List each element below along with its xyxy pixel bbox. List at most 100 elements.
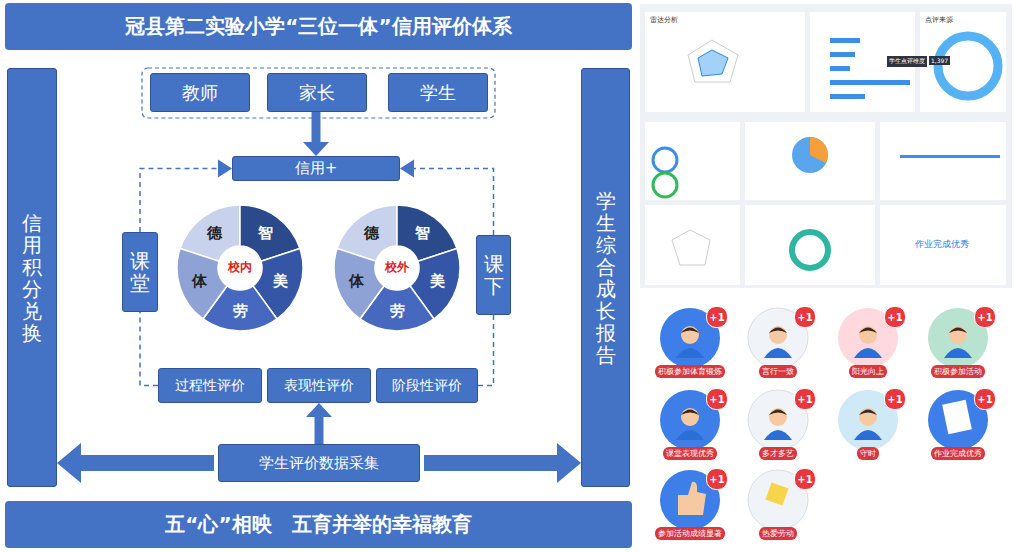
node-text: 课堂表现优秀 [663, 447, 717, 460]
scene-box: 课堂 [122, 232, 158, 312]
icon-label: 热爱劳动 [740, 527, 816, 540]
credit-icon: +1 多才多艺 [740, 388, 816, 460]
icon-label: 作业完成优秀 [920, 447, 996, 460]
badge: +1 [884, 388, 906, 410]
badge: +1 [706, 306, 728, 328]
scene-box: 课下 [476, 235, 511, 315]
arrow-head [303, 142, 329, 156]
connector-line [312, 112, 321, 143]
credit-icon: +1 守时 [830, 388, 906, 460]
word-cloud: 作业完成优秀 [915, 238, 969, 251]
node-text: 美 [430, 272, 445, 291]
node-text: 积极参加活动 [931, 365, 985, 378]
node-text: 体 [349, 272, 364, 291]
data-box: 学生评价数据采集 [218, 444, 420, 482]
node-text: 作业完成优秀 [931, 447, 985, 460]
node-text: 家长 [299, 81, 335, 105]
badge: +1 [794, 306, 816, 328]
node-text: 学生综合成长报告 [596, 190, 616, 366]
arrow-head [400, 160, 414, 178]
badge: +1 [706, 388, 728, 410]
segment-label: 美 [427, 270, 449, 292]
role-box: 教师 [150, 73, 250, 112]
donut-chart: 校外德智美劳体 [332, 203, 462, 333]
connector-line [424, 455, 558, 471]
footer-band: 五“心”相映 五育并举的幸福教育 [5, 501, 632, 548]
node-text: +1 [797, 312, 812, 323]
connector [57, 443, 214, 483]
connector [306, 403, 332, 444]
node-text: 课堂 [130, 250, 150, 294]
credit-icon: +1 课堂表现优秀 [652, 388, 728, 460]
node-text: +1 [797, 394, 812, 405]
connector [478, 315, 494, 386]
node-text: 守时 [857, 447, 879, 460]
node-text: 五“心”相映 五育并举的幸福教育 [165, 511, 471, 538]
node-text: +1 [709, 394, 724, 405]
tooltip-text: 学生点评维度 [887, 56, 927, 67]
arrow-head [306, 403, 332, 417]
credit-icon: +1 言行一致 [740, 306, 816, 378]
credit-icon: +1 参加活动成绩显著 [652, 468, 728, 540]
node-text: 体 [192, 272, 207, 291]
node-text: 智 [415, 224, 430, 243]
icon-label: 言行一致 [740, 365, 816, 378]
connector-line [80, 455, 214, 471]
node-text: 智 [258, 224, 273, 243]
connector-line [315, 416, 324, 444]
node-text: 教师 [182, 81, 218, 105]
icon-label: 阳光向上 [830, 365, 906, 378]
credit-icon: +1 热爱劳动 [740, 468, 816, 540]
node-text: 美 [273, 272, 288, 291]
node-text: +1 [709, 474, 724, 485]
node-text: 言行一致 [759, 365, 797, 378]
credit-icon: +1 积极参加活动 [920, 306, 996, 378]
node-text: 表现性评价 [284, 377, 354, 395]
badge: +1 [794, 468, 816, 490]
badge: +1 [706, 468, 728, 490]
credit-icon: +1 积极参加体育锻炼 [652, 306, 728, 378]
evaluation-box: 过程性评价 [158, 368, 262, 403]
node-text: 阳光向上 [849, 365, 887, 378]
node-text: +1 [977, 312, 992, 323]
connector-line [478, 315, 494, 386]
connector [303, 112, 329, 156]
icon-label: 课堂表现优秀 [652, 447, 728, 460]
node-text: 阶段性评价 [392, 377, 462, 395]
donut-segment [177, 249, 227, 319]
icon-label: 多才多艺 [740, 447, 816, 460]
connector [140, 312, 158, 386]
node-text: 学生评价数据采集 [259, 454, 379, 473]
badge: +1 [974, 388, 996, 410]
panel-title: 雷达分析 [650, 15, 678, 25]
title-band: 冠县第二实验小学“三位一体”信用评价体系 [5, 3, 632, 50]
node-text: +1 [797, 474, 812, 485]
connector-line [140, 312, 158, 386]
side-column: 信用积分兑换 [7, 68, 57, 487]
node-text: 积极参加体育锻炼 [655, 365, 725, 378]
role-box: 家长 [267, 73, 367, 112]
segment-label: 智 [411, 222, 433, 244]
badge: +1 [974, 306, 996, 328]
node-text: 参加活动成绩显著 [655, 527, 725, 540]
icon-label: 守时 [830, 447, 906, 460]
arrow-head [557, 443, 581, 483]
evaluation-box: 阶段性评价 [376, 368, 478, 403]
segment-label: 德 [361, 222, 383, 244]
node-text: +1 [887, 394, 902, 405]
donut-chart: 校内德智美劳体 [175, 203, 305, 333]
node-text: 多才多艺 [759, 447, 797, 460]
node-text: 热爱劳动 [759, 527, 797, 540]
badge: +1 [794, 388, 816, 410]
panel-title: 点评来源 [925, 15, 953, 25]
segment-label: 体 [188, 270, 210, 292]
credit-icon: +1阳光向上 [830, 306, 906, 378]
node-text: 劳 [233, 302, 248, 321]
credit-icon: +1 作业完成优秀 [920, 388, 996, 460]
icon-label: 积极参加活动 [920, 365, 996, 378]
role-box: 学生 [388, 73, 488, 112]
node-text: 信用积分兑换 [22, 212, 42, 344]
icon-label: 积极参加体育锻炼 [652, 365, 728, 378]
segment-label: 美 [270, 270, 292, 292]
node-text: 信用+ [295, 159, 338, 178]
